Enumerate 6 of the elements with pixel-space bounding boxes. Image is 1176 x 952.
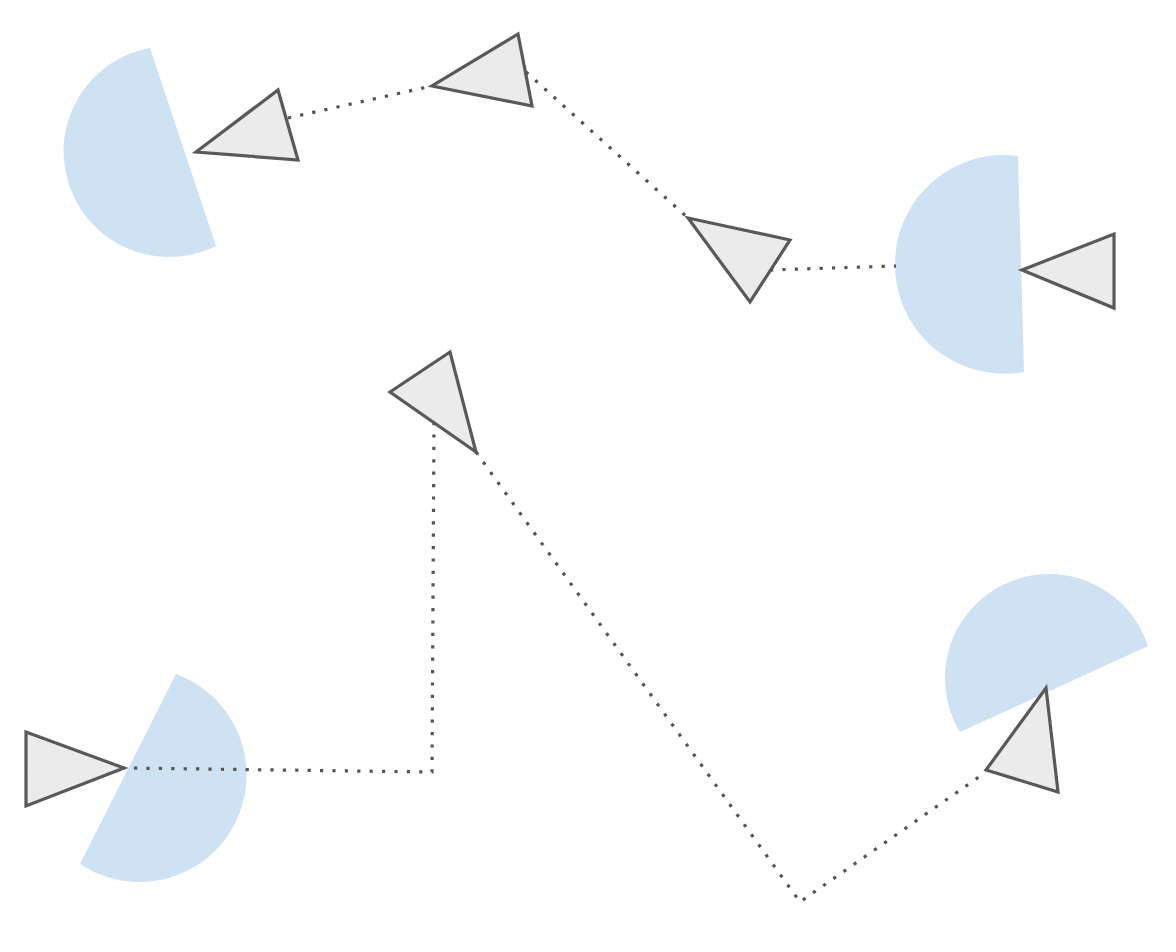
dotted-line xyxy=(474,451,987,905)
triangle-with-half-disc xyxy=(24,674,247,882)
dotted-line xyxy=(524,70,690,220)
dotted-line xyxy=(123,422,436,774)
dotted-line xyxy=(769,264,897,272)
triangle-with-half-disc xyxy=(895,155,1116,374)
